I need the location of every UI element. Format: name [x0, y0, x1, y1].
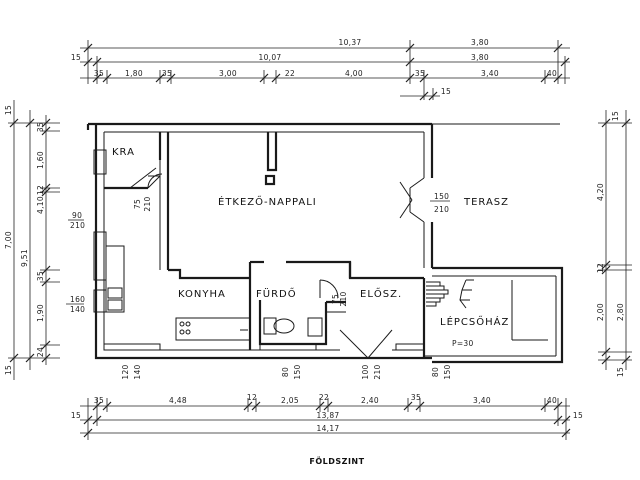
room-labels: KRA ÉTKEZŐ-NAPPALI TERASZ KONYHA FÜRDŐ E… — [112, 147, 509, 328]
bottom-dimension-lines — [80, 398, 571, 440]
dim-left-wall-1: 35 — [36, 122, 45, 132]
label-kra-door-height: 210 — [143, 196, 152, 211]
dim-bottom-total: 14,17 — [317, 424, 340, 433]
dim-bottom-stair: 3,40 — [473, 396, 491, 405]
dim-top-wall-4: 35 — [415, 69, 425, 78]
dim-left-top-offset: 15 — [4, 105, 13, 115]
dim-right-bottom-offset: 15 — [616, 367, 625, 377]
dim-top-wall-2: 35 — [162, 69, 172, 78]
bottom-dimension-texts: 35 4,48 12 2,05 22 2,40 35 3,40 40 15 13… — [71, 393, 583, 433]
dim-top-kra: 1,80 — [125, 69, 143, 78]
room-label-konyha: KONYHA — [178, 289, 226, 300]
openings — [93, 149, 425, 359]
dim-bottom-wall-1: 35 — [94, 396, 104, 405]
dim-left-wall-2: 12 — [36, 185, 45, 195]
dim-top-total: 10,37 — [339, 38, 362, 47]
dim-left-kra-height: 1,60 — [36, 151, 45, 169]
dim-top-wall-3: 22 — [285, 69, 295, 78]
room-label-kra: KRA — [112, 147, 135, 158]
dim-right-top-offset: 15 — [611, 111, 620, 121]
dim-bottom-inner-total: 13,87 — [317, 411, 340, 420]
dim-bottom-wall-4: 35 — [411, 393, 421, 402]
label-terrace-door-height: 210 — [434, 205, 449, 214]
right-dimension-texts: 15 4,20 12 2,00 2,80 15 — [596, 111, 625, 377]
dim-top-wall-5: 40 — [547, 69, 557, 78]
dim-top-left-offset: 15 — [71, 53, 81, 62]
dim-right-stair-height: 2,00 — [596, 303, 605, 321]
label-kitchen-window-height: 140 — [70, 305, 85, 314]
room-label-furdo: FÜRDŐ — [256, 286, 297, 300]
label-sill-6: 210 — [373, 364, 382, 379]
top-dimension-texts: 10,37 3,80 15 10,07 3,80 35 1,80 35 3,00… — [71, 38, 557, 96]
dim-top-living: 4,00 — [345, 69, 363, 78]
room-label-lepcsohaz: LÉPCSŐHÁZ — [440, 314, 509, 328]
dim-right-terrace-height: 4,20 — [596, 183, 605, 201]
label-kra-door-width: 75 — [133, 199, 142, 209]
dim-left-living-height: 4,10 — [36, 196, 45, 214]
dim-top-terrace-width: 3,40 — [481, 69, 499, 78]
dim-bottom-wall-2: 12 — [247, 393, 257, 402]
dim-top-wall-1: 35 — [94, 69, 104, 78]
top-dimension-lines — [80, 40, 570, 101]
label-kra-window-width: 90 — [72, 211, 82, 220]
dim-bottom-right-offset: 15 — [573, 411, 583, 420]
opening-labels: 75 210 90 210 160 140 150 210 75 210 P=3… — [66, 192, 474, 380]
label-sill-1: 120 — [121, 364, 130, 379]
dim-left-inner-total: 9,51 — [20, 249, 29, 267]
label-sill-3: 80 — [281, 367, 290, 377]
label-bath-door-width: 75 — [331, 294, 340, 304]
label-sill-8: 150 — [443, 364, 452, 379]
dim-top-small: 15 — [441, 87, 451, 96]
label-kra-window-height: 210 — [70, 221, 85, 230]
plan-title: FÖLDSZINT — [309, 456, 364, 466]
dim-left-wall-3: 35 — [36, 271, 45, 281]
dim-top-inner-total: 10,07 — [259, 53, 282, 62]
dim-right-wall: 12 — [596, 263, 605, 273]
stairs — [426, 279, 548, 341]
label-terrace-door-width: 150 — [434, 192, 449, 201]
dim-left-bottom-offset: 15 — [4, 365, 13, 375]
dim-top-dining: 3,00 — [219, 69, 237, 78]
dim-top-terrace-inner: 3,80 — [471, 53, 489, 62]
dim-bottom-wall-5: 40 — [547, 396, 557, 405]
dim-left-total: 7,00 — [4, 231, 13, 249]
label-stair-note: P=30 — [452, 339, 474, 348]
dim-left-wall-4: 24 — [36, 347, 45, 357]
label-sill-5: 100 — [361, 364, 370, 379]
left-dimension-lines — [8, 100, 60, 380]
label-sill-2: 140 — [133, 364, 142, 379]
dim-bottom-bath: 2,05 — [281, 396, 299, 405]
left-dimension-texts: 15 7,00 15 9,51 35 1,60 12 4,10 35 1,90 … — [4, 105, 45, 375]
label-kitchen-window-width: 160 — [70, 295, 85, 304]
label-sill-4: 150 — [293, 364, 302, 379]
dim-bottom-kitchen: 4,48 — [169, 396, 187, 405]
dim-top-terrace: 3,80 — [471, 38, 489, 47]
dim-bottom-hall: 2,40 — [361, 396, 379, 405]
dim-right-stair-total: 2,80 — [616, 303, 625, 321]
right-dimension-lines — [598, 110, 632, 370]
room-label-terasz: TERASZ — [463, 197, 509, 208]
dim-bottom-wall-3: 22 — [319, 393, 329, 402]
label-sill-7: 80 — [431, 367, 440, 377]
label-bath-door-height: 210 — [339, 291, 348, 306]
building-walls — [86, 122, 564, 364]
dim-left-kitchen-height: 1,90 — [36, 304, 45, 322]
room-label-eloszoba: ELŐSZ. — [360, 286, 402, 300]
room-label-etkezo-nappali: ÉTKEZŐ-NAPPALI — [218, 194, 317, 208]
dim-bottom-left-offset: 15 — [71, 411, 81, 420]
